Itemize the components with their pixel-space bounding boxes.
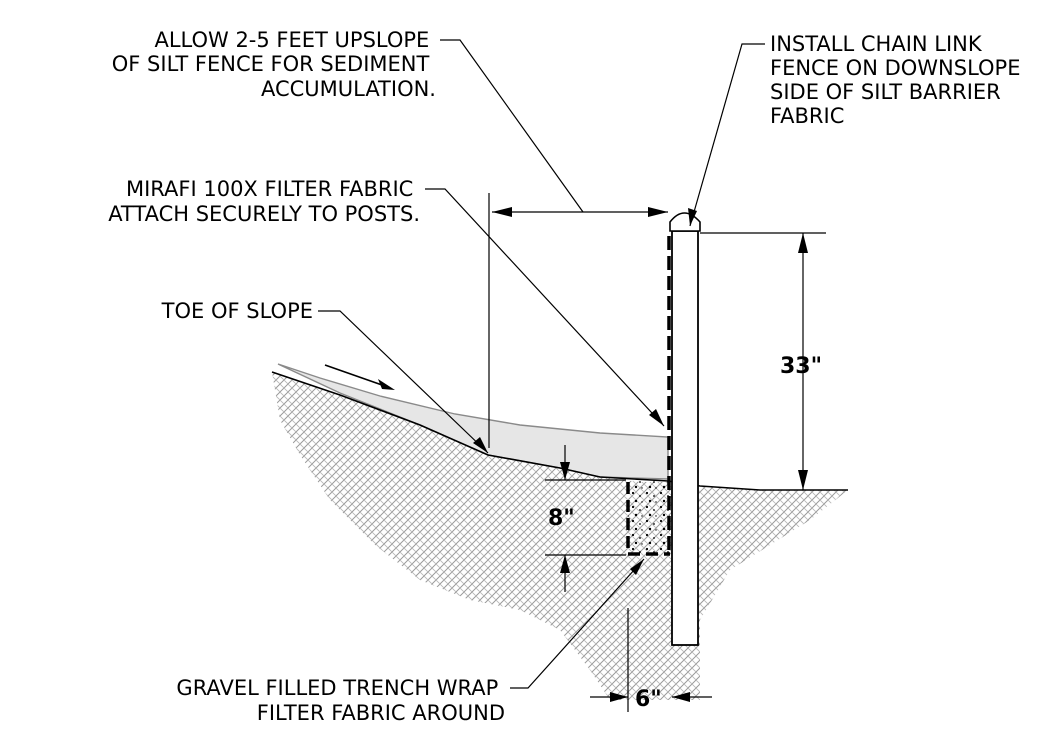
gravel-trench [628,480,670,554]
toe-arrow [473,437,488,453]
flow-arrowhead [378,379,395,390]
depth-arrow-top [560,462,570,480]
chain-link-leader [689,43,765,227]
width-arrow-left [610,692,628,702]
post-cap [669,212,701,232]
upslope-arrow-right [648,207,668,217]
upslope-note: ALLOW 2-5 FEET UPSLOPE OF SILT FENCE FOR… [112,28,436,101]
upslope-leader [440,39,584,213]
soil-ground [272,372,848,700]
post-height-label: 33" [780,354,822,379]
trench-fabric-wrap [626,482,670,556]
fabric-arrow [649,409,664,426]
height-arrow-bottom [798,470,808,490]
height-arrow-top [798,233,808,253]
trench-leader [510,558,645,689]
chain-link-note: INSTALL CHAIN LINK FENCE ON DOWNSLOPE SI… [770,32,1027,128]
fence-post [671,230,699,646]
trench-note: GRAVEL FILLED TRENCH WRAP FILTER FABRIC … [176,676,505,725]
fabric-leader [425,188,665,427]
flow-arrow-shaft [324,364,383,386]
toe-leader [318,310,489,454]
ground-line [271,371,848,491]
depth-arrow-bottom [560,555,570,573]
chain-link-arrow [688,208,697,226]
trench-width-label: 6" [635,687,662,712]
trench-arrow [630,559,644,575]
trench-depth-label: 8" [548,506,575,531]
width-arrow-right [672,692,690,702]
fabric-note: MIRAFI 100X FILTER FABRIC ATTACH SECUREL… [108,177,420,226]
upslope-arrow-left [492,207,512,217]
toe-of-slope-note: TOE OF SLOPE [161,299,313,323]
